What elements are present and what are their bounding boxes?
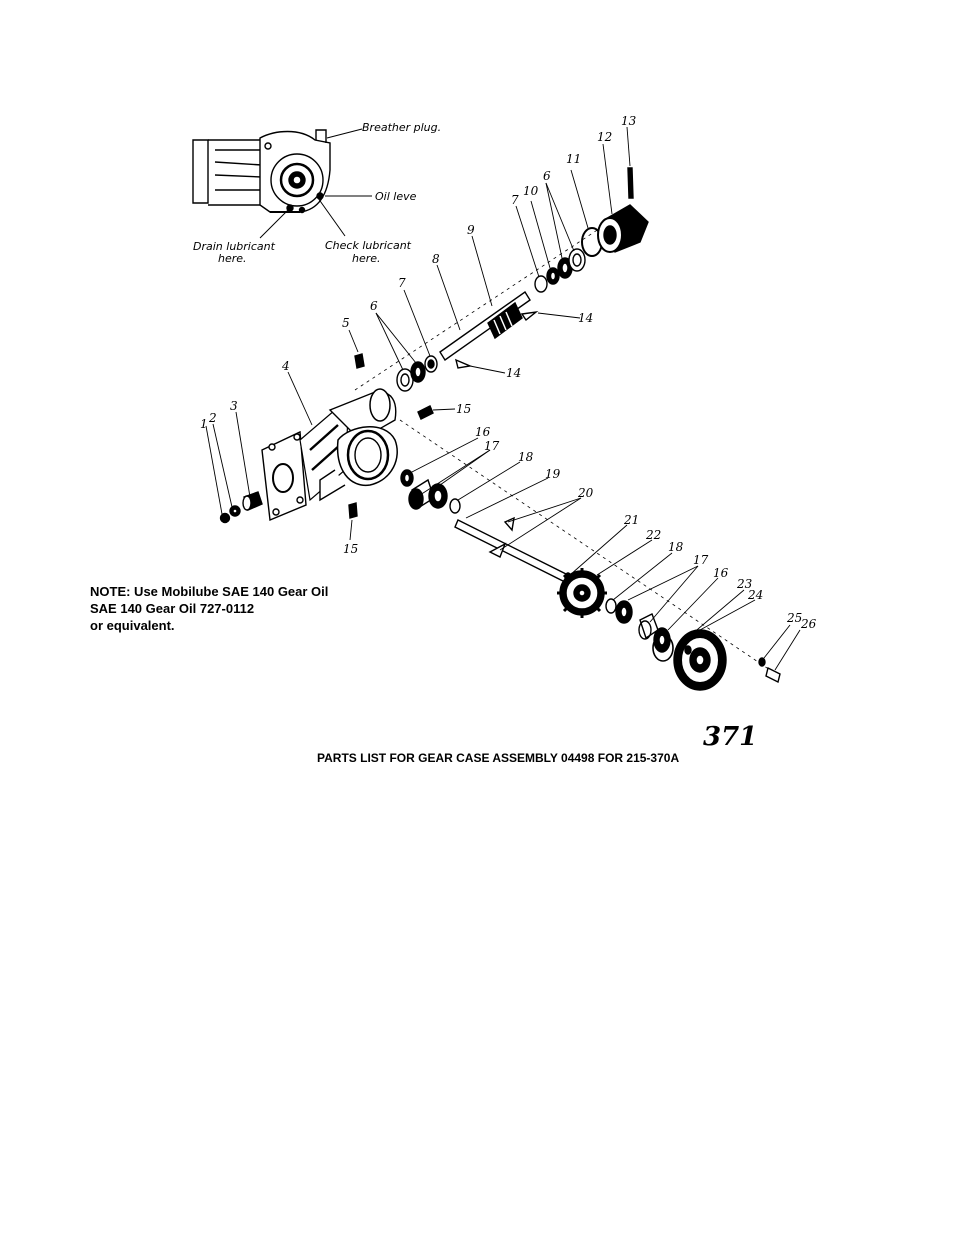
callout-3: 3 xyxy=(230,399,238,413)
callout-11: 11 xyxy=(566,152,581,166)
breather-plug-label: Breather plug. xyxy=(362,121,441,134)
callout-6-lower: 6 xyxy=(370,299,378,313)
callout-26: 26 xyxy=(800,617,817,631)
gear-case-housing xyxy=(262,389,397,520)
cover-bolt xyxy=(759,658,780,682)
lubricant-note: NOTE: Use Mobilube SAE 140 Gear Oil SAE … xyxy=(90,583,328,634)
note-line-1: NOTE: Use Mobilube SAE 140 Gear Oil xyxy=(90,583,328,600)
callout-9: 9 xyxy=(467,223,475,237)
callout-16-upper: 16 xyxy=(475,425,491,439)
callout-21: 21 xyxy=(623,513,639,527)
callout-12: 12 xyxy=(597,130,612,144)
note-line-3: or equivalent. xyxy=(90,617,328,634)
callout-25: 25 xyxy=(786,611,802,625)
callout-22: 22 xyxy=(645,528,661,542)
callout-10: 10 xyxy=(523,184,539,198)
callout-2: 2 xyxy=(208,411,217,425)
callout-4: 4 xyxy=(281,359,290,373)
callout-19: 19 xyxy=(545,467,561,481)
parts-list-title: PARTS LIST FOR GEAR CASE ASSEMBLY 04498 … xyxy=(317,751,679,765)
note-line-2: SAE 140 Gear Oil 727-0112 xyxy=(90,600,328,617)
callout-18-lower: 18 xyxy=(668,540,684,554)
end-cover-lower xyxy=(674,630,726,690)
callout-17-lower: 17 xyxy=(693,553,709,567)
worm-shaft xyxy=(440,292,536,368)
callout-1: 1 xyxy=(200,417,208,431)
callout-8: 8 xyxy=(432,252,440,266)
oil-level-label: Oil leve xyxy=(375,190,417,203)
callout-14-upper: 14 xyxy=(578,311,593,325)
check-lubricant-label: Check lubricant xyxy=(325,239,412,252)
callout-13: 13 xyxy=(621,114,637,128)
check-lubricant-here-label: here. xyxy=(352,252,381,265)
callout-15-upper: 15 xyxy=(456,402,471,416)
end-cap-upper xyxy=(582,168,648,256)
callout-16-lower: 16 xyxy=(713,566,729,580)
callout-20: 20 xyxy=(577,486,594,500)
callout-7-upper: 7 xyxy=(511,193,519,207)
callout-7-lower: 7 xyxy=(398,276,406,290)
callout-5: 5 xyxy=(342,316,350,330)
callout-6-upper: 6 xyxy=(543,169,551,183)
drain-plug-parts xyxy=(221,492,263,523)
drain-lubricant-here-label: here. xyxy=(218,252,247,265)
spur-gear xyxy=(557,568,607,618)
callout-15-lower: 15 xyxy=(343,542,358,556)
page-number: 371 xyxy=(703,722,757,752)
callout-24: 24 xyxy=(747,588,763,602)
inset-gear-case xyxy=(193,129,372,238)
callout-14-lower: 14 xyxy=(506,366,521,380)
callout-17-upper: 17 xyxy=(484,439,500,453)
callout-18-upper: 18 xyxy=(518,450,534,464)
axle-shaft xyxy=(455,518,571,583)
